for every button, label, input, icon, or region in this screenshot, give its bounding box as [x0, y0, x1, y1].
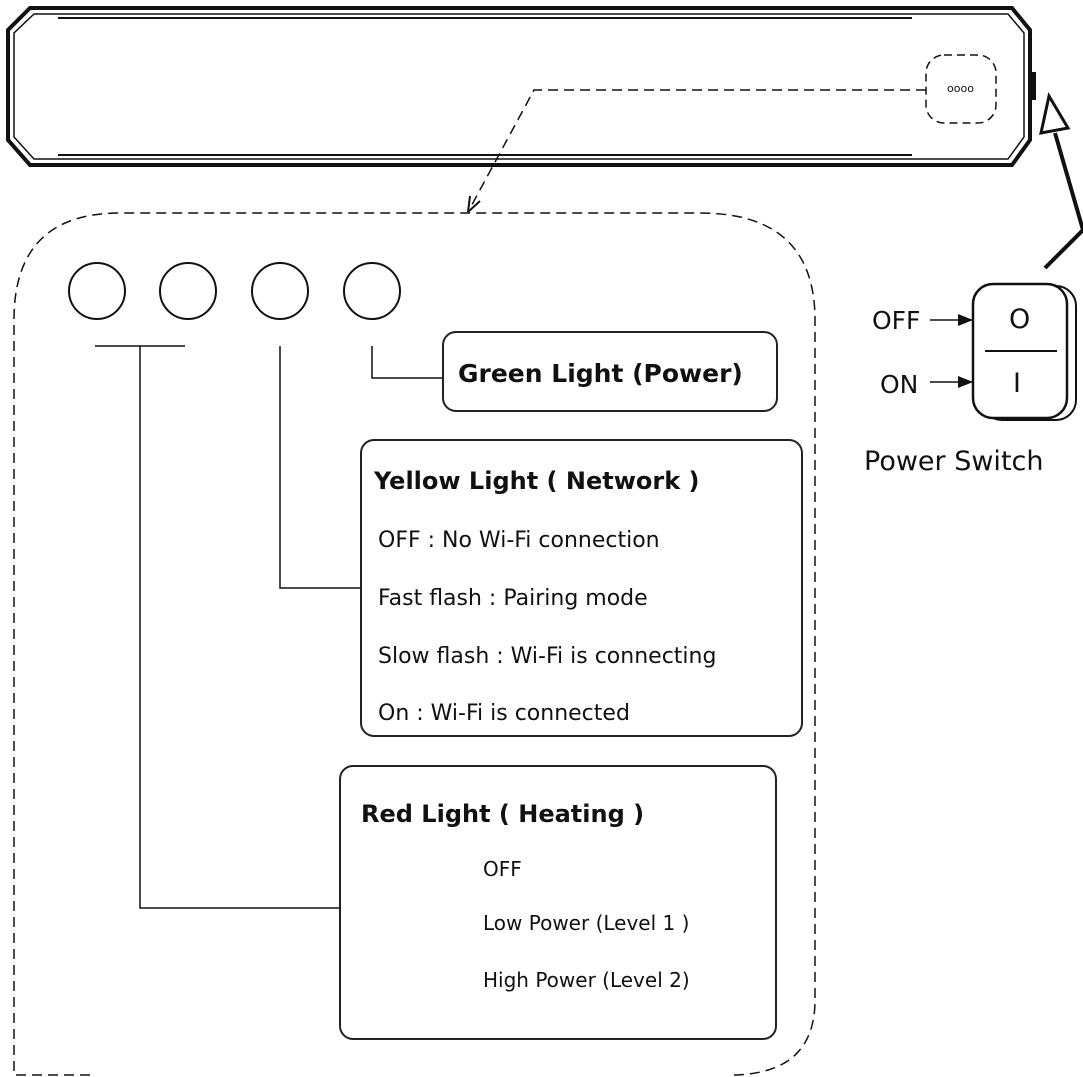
green-light-box: Green Light (Power): [442, 331, 778, 412]
yellow-light-title: Yellow Light ( Network ): [374, 467, 700, 495]
zoom-callout-outline: [13, 212, 816, 1076]
switch-off-label: OFF: [872, 306, 921, 335]
indicator-glyph: oooo: [947, 82, 974, 95]
red-connector: [139, 346, 340, 909]
yellow-state-0: OFF : No Wi-Fi connection: [378, 528, 660, 553]
zoom-leader-arrowhead: [467, 195, 481, 213]
red-state-2: High Power (Level 2): [483, 968, 690, 992]
yellow-state-2: Slow flash : Wi-Fi is connecting: [378, 644, 717, 669]
led-green: [343, 262, 401, 320]
power-switch-caption: Power Switch: [864, 446, 1044, 477]
red-light-box: Red Light ( Heating ) OFF Low Power (Lev…: [339, 765, 777, 1040]
switch-callout-arrow: [1039, 91, 1083, 270]
yellow-light-box: Yellow Light ( Network ) OFF : No Wi-Fi …: [360, 439, 803, 737]
yellow-connector: [279, 346, 360, 589]
red-state-1: Low Power (Level 1 ): [483, 911, 690, 935]
yellow-state-3: On : Wi-Fi is connected: [378, 701, 630, 726]
red-state-0: OFF: [483, 857, 522, 881]
switch-off-symbol: O: [1009, 304, 1031, 335]
led-red-2: [159, 262, 217, 320]
led-row: [68, 262, 401, 320]
zoom-leader-line: [467, 89, 926, 213]
yellow-state-1: Fast flash : Pairing mode: [378, 586, 648, 611]
led-yellow: [251, 262, 309, 320]
indicator-panel-outline: [925, 54, 997, 124]
led-red-1: [68, 262, 126, 320]
red-light-title: Red Light ( Heating ): [361, 800, 645, 828]
green-light-title: Green Light (Power): [458, 359, 743, 388]
power-switch-nub: [1029, 72, 1036, 100]
switch-on-symbol: I: [1013, 368, 1021, 399]
switch-on-label: ON: [880, 370, 919, 399]
green-connector: [371, 346, 443, 379]
heater-body: [6, 6, 1036, 167]
power-switch: [971, 282, 1077, 421]
